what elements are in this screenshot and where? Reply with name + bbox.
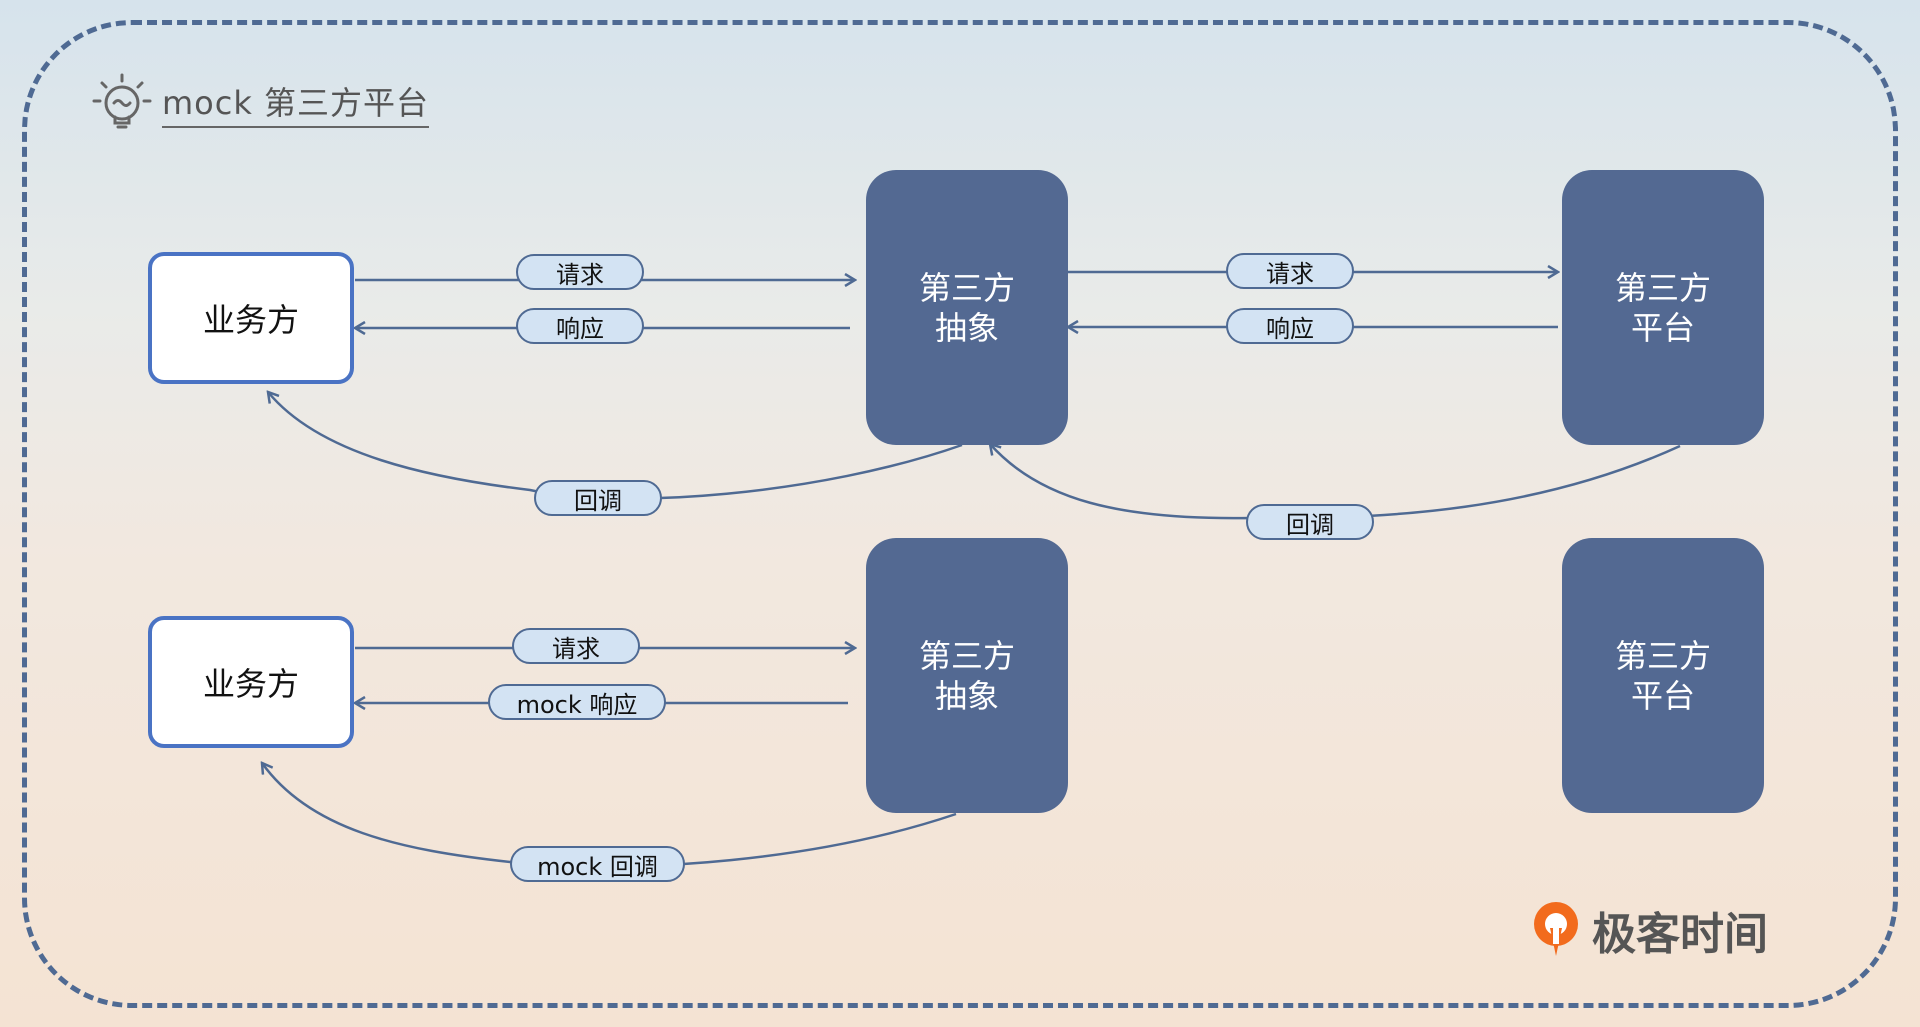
diagram-title-row: mock 第三方平台 [90, 73, 430, 130]
abstraction-box-bottom: 第三方 抽象 [866, 538, 1068, 813]
request-pill-2: 请求 [1226, 253, 1354, 289]
platform-label-bottom-line2: 平台 [1630, 676, 1695, 715]
mock-response-pill: mock 响应 [488, 684, 666, 720]
callback-pill-2: 回调 [1246, 504, 1374, 540]
client-box-top: 业务方 [148, 252, 354, 384]
abstraction-box-top: 第三方 抽象 [866, 170, 1068, 445]
abstraction-label-bottom-line1: 第三方 [918, 636, 1015, 675]
diagram-title: mock 第三方平台 [162, 78, 430, 128]
geektime-logo-text: 极客时间 [1592, 909, 1768, 960]
geektime-logo-icon [1534, 902, 1578, 956]
abstraction-label-bottom-line2: 抽象 [934, 676, 999, 715]
response-pill-1: 响应 [516, 308, 644, 344]
client-box-bottom: 业务方 [148, 616, 354, 748]
lightbulb-icon [92, 73, 152, 129]
abstraction-label-top-line1: 第三方 [918, 268, 1015, 307]
mock-callback-pill: mock 回调 [510, 846, 685, 882]
request-pill-1: 请求 [516, 254, 644, 290]
platform-box-bottom: 第三方 平台 [1562, 538, 1764, 813]
response-pill-2: 响应 [1226, 308, 1354, 344]
platform-label-top-line1: 第三方 [1614, 268, 1711, 307]
client-label-bottom: 业务方 [202, 665, 299, 703]
client-label-top: 业务方 [202, 301, 299, 339]
abstraction-label-top-line2: 抽象 [934, 308, 999, 347]
geektime-logo: 极客时间 [1528, 898, 1768, 962]
request-pill-3: 请求 [512, 628, 640, 664]
platform-box-top: 第三方 平台 [1562, 170, 1764, 445]
dashed-frame [22, 20, 1898, 1008]
platform-label-top-line2: 平台 [1630, 308, 1695, 347]
callback-pill-1: 回调 [534, 480, 662, 516]
platform-label-bottom-line1: 第三方 [1614, 636, 1711, 675]
